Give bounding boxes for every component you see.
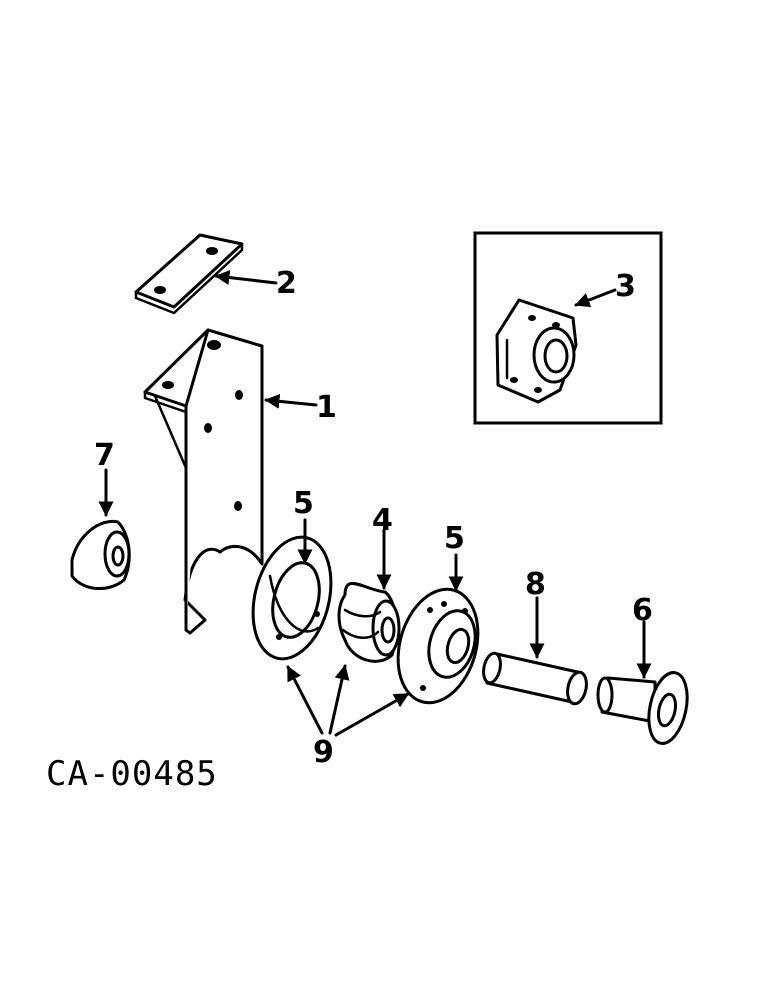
leader-9b — [328, 664, 350, 735]
callout-1: 1 — [316, 390, 337, 425]
callout-4: 4 — [372, 503, 393, 538]
bracket-part — [143, 328, 264, 635]
leader-9c — [334, 692, 410, 737]
callout-7: 7 — [94, 438, 115, 473]
figure-code: CA-00485 — [46, 754, 218, 794]
callout-3: 3 — [615, 269, 636, 304]
tube-part — [482, 651, 588, 706]
callout-9: 9 — [313, 735, 334, 770]
flange-bearing-part — [495, 298, 578, 404]
callout-2: 2 — [276, 266, 297, 301]
inset-box — [473, 231, 663, 425]
leader-2 — [214, 270, 278, 286]
flanged-sleeve-part — [596, 671, 689, 745]
callout-5-right: 5 — [444, 521, 465, 556]
flange-right-part — [396, 587, 480, 705]
cap-part — [70, 519, 131, 591]
callout-8: 8 — [525, 567, 546, 602]
callout-5-left: 5 — [293, 486, 314, 521]
plate-part — [134, 233, 244, 315]
callout-6: 6 — [632, 593, 653, 628]
leader-1 — [264, 393, 318, 409]
leader-9a — [286, 665, 324, 735]
bearing-part — [337, 582, 401, 663]
leader-3 — [574, 288, 617, 308]
